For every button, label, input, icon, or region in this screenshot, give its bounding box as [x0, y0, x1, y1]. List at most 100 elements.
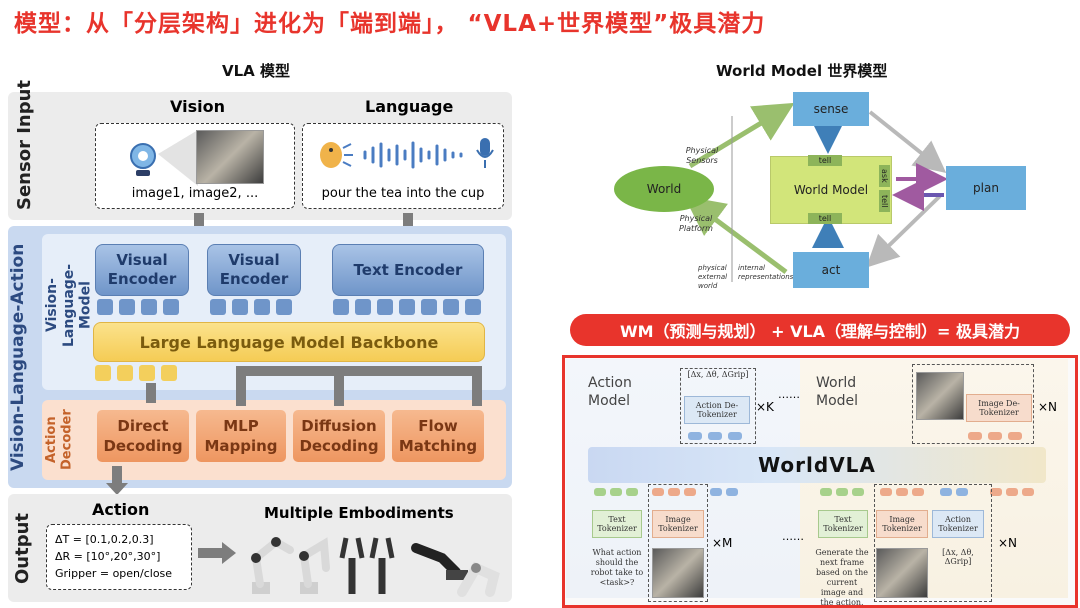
- predicted-frame-image: [916, 372, 964, 420]
- bottom-token: [896, 488, 908, 496]
- token: [210, 299, 226, 315]
- decoder-direct: Direct Decoding: [97, 410, 189, 462]
- tell-side-tag: tell: [879, 190, 890, 212]
- token: [163, 299, 179, 315]
- arrow-to-embodiments: [198, 548, 224, 558]
- times-k: ×K: [756, 400, 774, 414]
- bottom-token: [836, 488, 848, 496]
- visual-encoder-1: Visual Encoder: [95, 244, 189, 296]
- camera-icon: [130, 143, 156, 176]
- image-tok-group-1: [648, 484, 708, 602]
- question-1: What action should the robot take to <ta…: [590, 548, 644, 587]
- bottom-token: [726, 488, 738, 496]
- robot-arm-5: [457, 561, 500, 597]
- sense-node: sense: [793, 92, 869, 126]
- action-model-label: Action Model: [588, 375, 632, 409]
- top-token: [728, 432, 742, 440]
- arrow-vision-down: [194, 213, 204, 233]
- physical-sensors-label: Physical Sensors: [685, 146, 719, 165]
- top-token: [688, 432, 702, 440]
- bottom-token: [956, 488, 968, 496]
- language-input-box: pour the tea into the cup: [302, 123, 504, 209]
- physical-external-label: physical external world: [698, 264, 728, 290]
- sensor-input-label: Sensor Input: [14, 79, 35, 210]
- sound-wave-icon: [363, 141, 463, 169]
- vision-input-box: image1, image2, ...: [95, 123, 295, 209]
- dots-bottom: ……: [782, 530, 804, 543]
- current-frame-image-1: [652, 548, 704, 598]
- token: [97, 299, 113, 315]
- action-line-translation: ΔT = [0.1,0.2,0.3]: [55, 533, 154, 546]
- vla-header: VLA 模型: [222, 62, 290, 80]
- token: [119, 299, 135, 315]
- vla-outer-label: Vision-Language-Action: [8, 243, 28, 471]
- world-model-arrows: [683, 102, 948, 282]
- token: [161, 365, 177, 381]
- ask-tag: ask: [879, 165, 890, 187]
- bottom-token: [1022, 488, 1034, 496]
- token: [355, 299, 371, 315]
- image-detok-group: [912, 364, 1034, 444]
- question-2: Generate the next frame based on the cur…: [815, 548, 869, 607]
- image-caption: image1, image2, ...: [131, 186, 259, 201]
- times-n-top: ×N: [1038, 400, 1058, 414]
- robot-arm-4: [411, 543, 468, 580]
- arrow-to-output: [112, 466, 122, 484]
- action-formula-top: [Δx, Δθ, ΔGrip]: [687, 370, 749, 379]
- action-detok-group: [680, 368, 756, 444]
- tell-top-tag: tell: [808, 155, 842, 166]
- output-label: Output: [12, 512, 33, 584]
- plan-node: plan: [946, 166, 1026, 210]
- token: [443, 299, 459, 315]
- arrow-head: [222, 542, 236, 564]
- robot-arm-1: [251, 537, 294, 594]
- token: [333, 299, 349, 315]
- camera-view-cone: [158, 130, 198, 186]
- robot-arm-2: [299, 537, 330, 594]
- worldvla-bar: WorldVLA: [588, 447, 1046, 483]
- token: [232, 299, 248, 315]
- image-tokenizer-2: Image Tokenizer: [876, 510, 928, 538]
- times-m: ×M: [712, 536, 733, 550]
- connector-direct: [146, 383, 156, 403]
- decoder-flow: Flow Matching: [392, 410, 484, 462]
- world-model-header: World Model 世界模型: [716, 62, 888, 80]
- top-token: [988, 432, 1002, 440]
- bottom-token: [1006, 488, 1018, 496]
- visual-encoder-2: Visual Encoder: [207, 244, 301, 296]
- language-label: Language: [365, 97, 454, 116]
- bottom-token: [626, 488, 638, 496]
- arrow-language-down: [403, 213, 413, 233]
- bottom-token: [880, 488, 892, 496]
- text-tokens: [333, 299, 481, 315]
- bottom-token: [990, 488, 1002, 496]
- connector-diffusion: [334, 366, 344, 406]
- token: [399, 299, 415, 315]
- action-values: ΔT = [0.1,0.2,0.3] ΔR = [10°,20°,30°] Gr…: [55, 531, 172, 582]
- dots-top: ……: [778, 388, 800, 401]
- bottom-token: [710, 488, 722, 496]
- robot-arm-3: [339, 537, 395, 594]
- top-token: [708, 432, 722, 440]
- visual-tokens-2: [210, 299, 292, 315]
- token: [95, 365, 111, 381]
- action-line-gripper: Gripper = open/close: [55, 567, 173, 580]
- physical-platform-label: Physical Platform: [679, 214, 713, 233]
- token: [465, 299, 481, 315]
- llm-backbone: Large Language Model Backbone: [93, 322, 485, 362]
- token: [141, 299, 157, 315]
- decoder-diffusion: Diffusion Decoding: [293, 410, 385, 462]
- vision-label: Vision: [170, 97, 225, 116]
- tell-bottom-tag: tell: [808, 213, 842, 224]
- current-frame-image-2: [876, 548, 928, 598]
- bottom-token: [852, 488, 864, 496]
- top-token: [968, 432, 982, 440]
- token: [421, 299, 437, 315]
- world-node: World: [614, 166, 714, 212]
- action-formula-bottom: [Δx, Δθ, ΔGrip]: [942, 548, 974, 566]
- connector-flow: [472, 366, 482, 406]
- scene-image: [196, 130, 264, 184]
- vlm-label: Vision-Language-Model: [44, 263, 94, 347]
- action-line-rotation: ΔR = [10°,20°,30°]: [55, 550, 161, 563]
- language-caption: pour the tea into the cup: [321, 186, 485, 201]
